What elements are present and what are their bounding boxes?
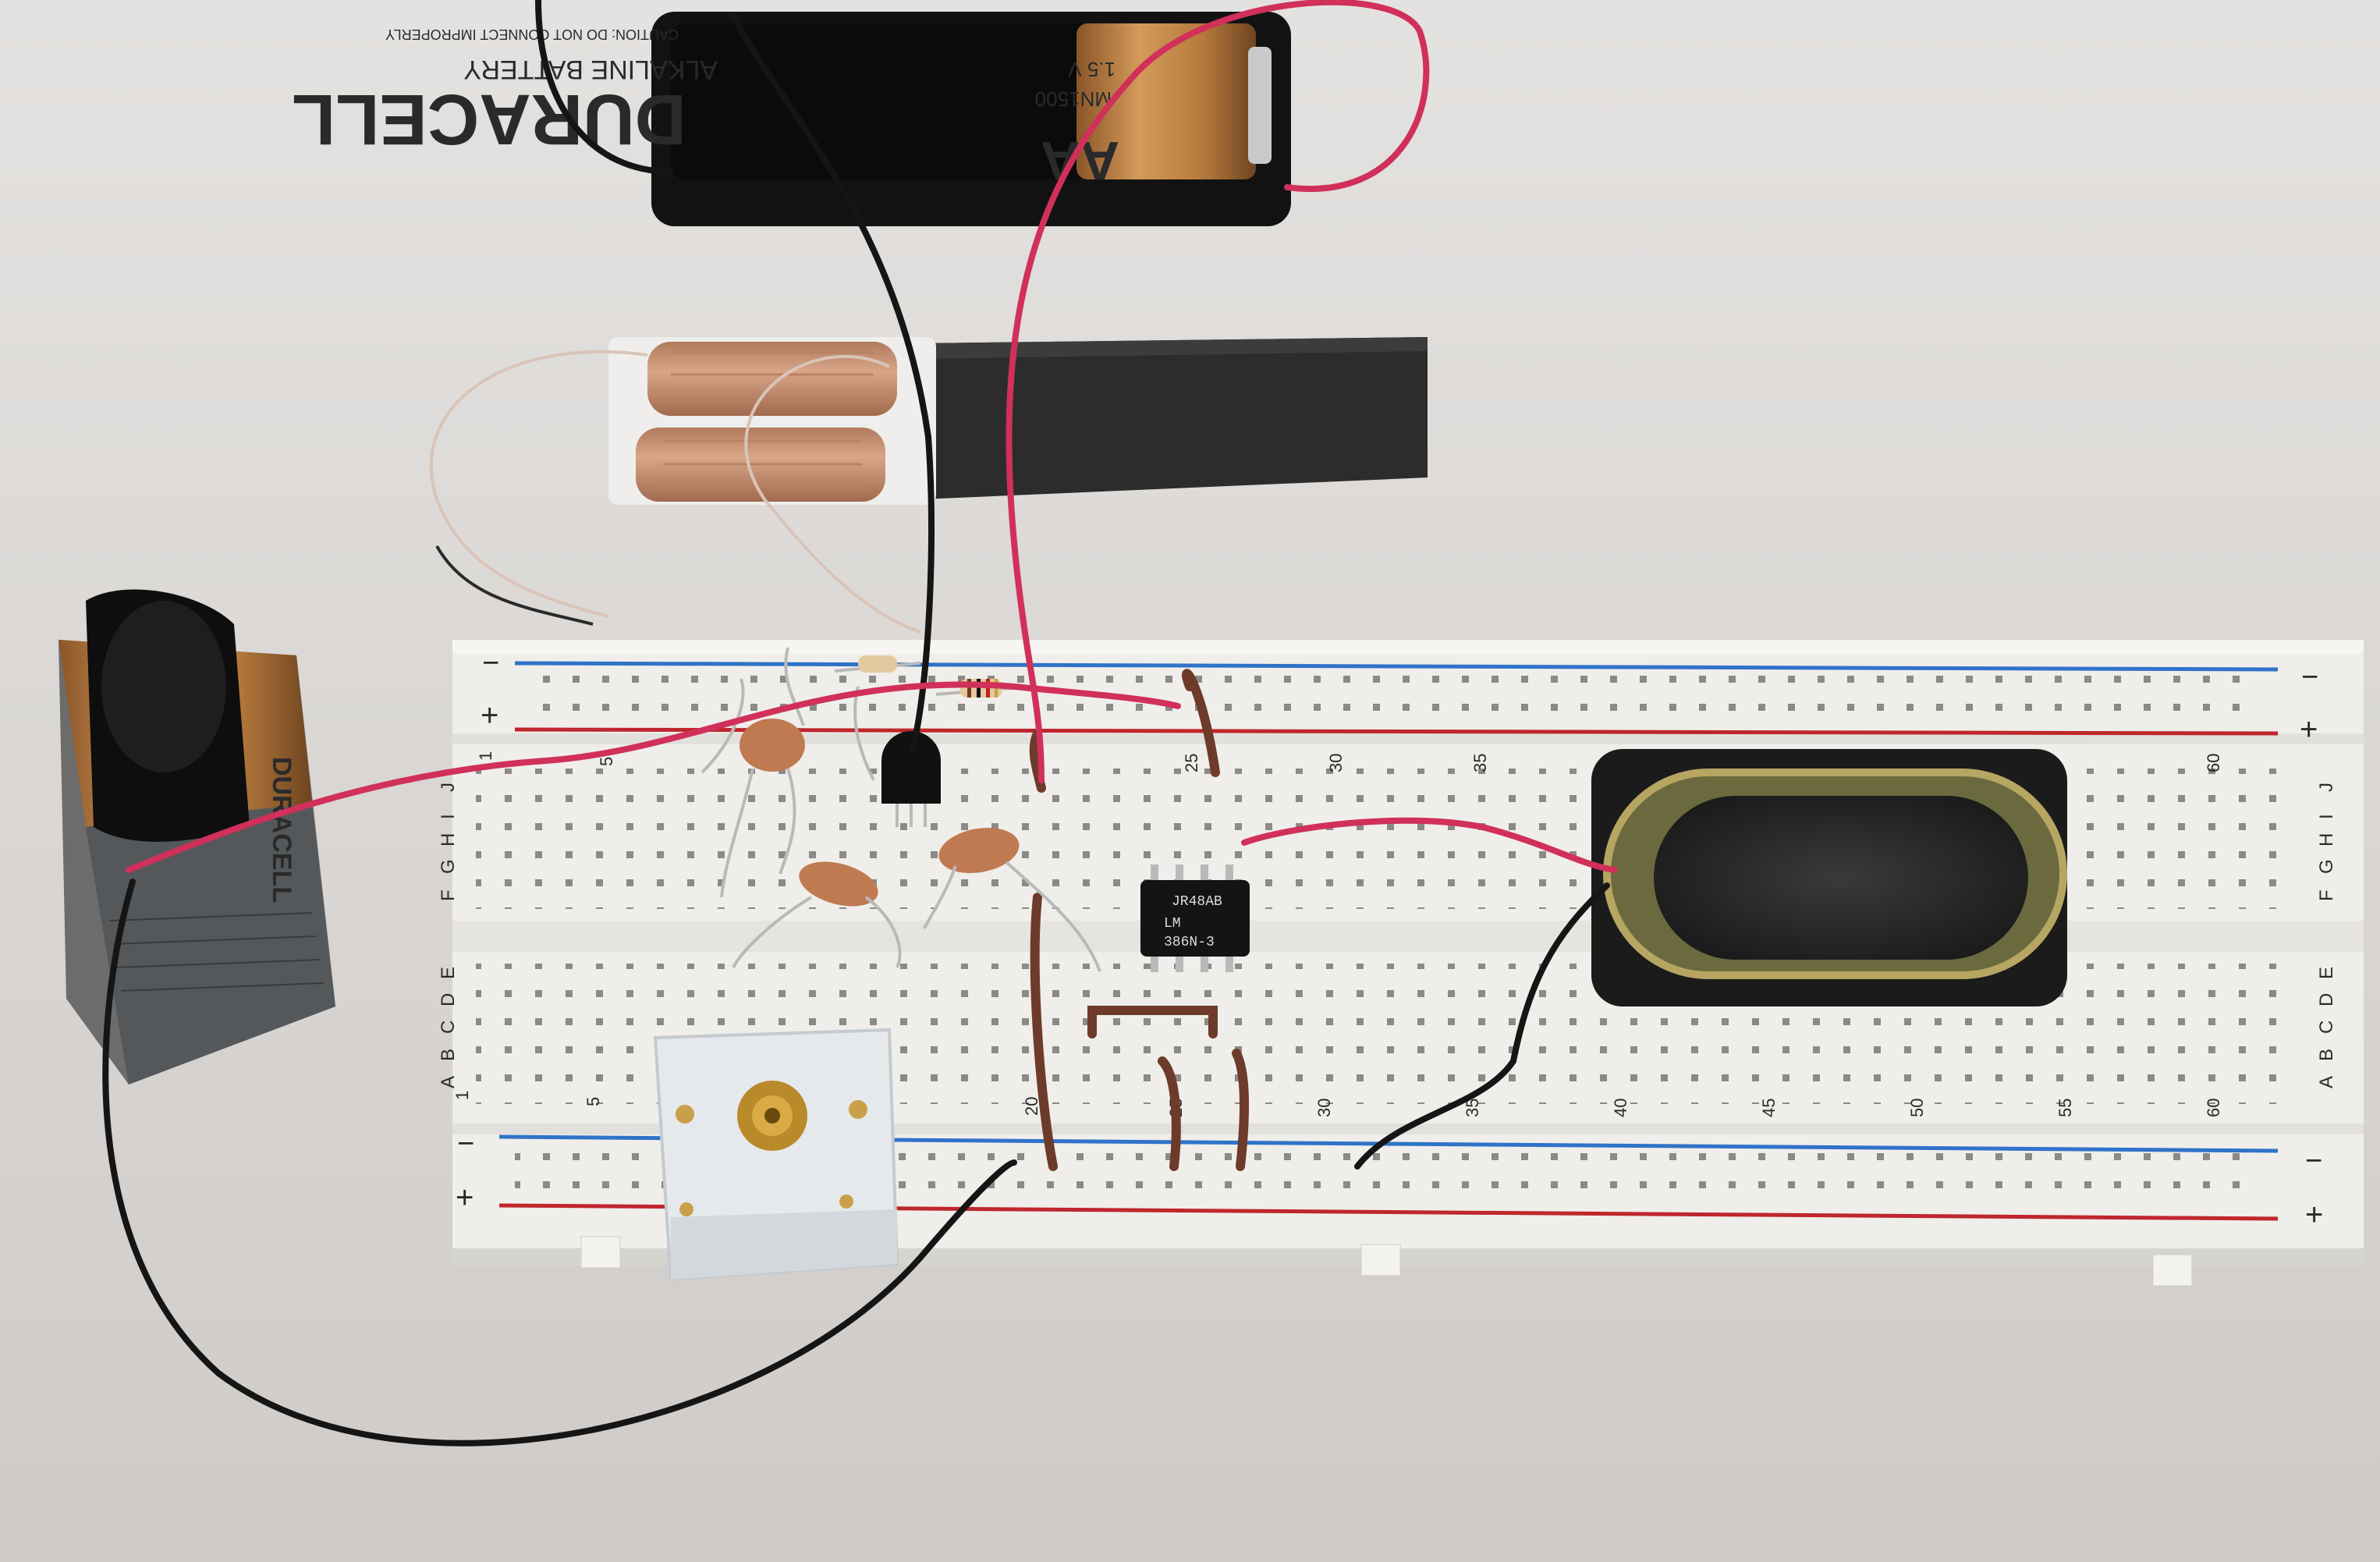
aa-battery-model: MN1500 (1035, 87, 1112, 111)
resistor (834, 655, 921, 673)
black-wire (535, 0, 935, 752)
jumper-wire (1181, 669, 1220, 777)
top-rail-plus-left: + (481, 698, 498, 733)
row-letter-i-right: I (2316, 814, 2337, 819)
bottom-rail-plus-left: + (456, 1180, 474, 1215)
black-wire (102, 879, 1017, 1447)
row-letter-e: E (438, 967, 459, 979)
ceramic-capacitor (923, 827, 1101, 972)
bottom-rail-minus-left: − (457, 1127, 474, 1160)
red-wire (126, 681, 1181, 873)
nine-volt-brand: DURACELL (267, 757, 296, 903)
jumper-wire (1158, 1056, 1181, 1171)
row-letter-a-right: A (2316, 1076, 2337, 1088)
row-letter-f-right: F (2316, 889, 2337, 901)
nine-volt-battery: DURACELL (59, 589, 335, 1085)
col-num-top-30: 30 (1326, 754, 1346, 772)
hookup-wires (102, 0, 1618, 1447)
col-num-bottom-5: 5 (583, 1097, 603, 1106)
col-num-bottom-40: 40 (1611, 1099, 1630, 1117)
row-letter-i: I (438, 814, 459, 819)
jumper-wire (1029, 729, 1046, 793)
row-letter-g: G (438, 859, 459, 874)
aa-battery-copper-cap (1076, 23, 1256, 179)
variable-tuning-capacitor (653, 1028, 899, 1282)
row-letter-j: J (438, 783, 459, 792)
aa-battery-size: AA (1041, 130, 1119, 191)
lm386-ic: JR48AB LM 386N-3 (1140, 864, 1250, 972)
ic-marking-line3: 386N-3 (1164, 935, 1215, 950)
bottom-rail-minus-right: − (2305, 1145, 2322, 1177)
col-num-bottom-55: 55 (2055, 1099, 2075, 1117)
speaker-mesh (1654, 796, 2028, 960)
row-letter-c: C (438, 1021, 459, 1034)
top-rail-blue-line (514, 661, 2279, 672)
col-num-top-25: 25 (1182, 754, 1201, 772)
col-num-top-35: 35 (1470, 754, 1490, 772)
ic-marking-line1: JR48AB (1172, 894, 1222, 910)
row-letter-g-right: G (2316, 859, 2337, 874)
speaker (1591, 749, 2067, 1006)
col-num-bottom-1: 1 (452, 1091, 472, 1100)
jumper-wire (1232, 1049, 1249, 1171)
row-letter-e-right: E (2316, 967, 2337, 979)
col-num-bottom-20: 20 (1022, 1097, 1041, 1116)
row-letter-c-right: C (2316, 1021, 2337, 1034)
ceramic-capacitor (732, 861, 902, 968)
col-num-bottom-30: 30 (1314, 1099, 1334, 1117)
row-letter-a: A (438, 1076, 459, 1088)
col-num-bottom-60: 60 (2204, 1099, 2223, 1117)
row-letter-h-right: H (2316, 833, 2337, 847)
row-letter-f: F (438, 889, 459, 901)
aa-battery-holder: DURACELL ALKALINE BATTERY CAUTION: DO NO… (292, 12, 1291, 226)
transistor (881, 731, 941, 827)
col-num-top-60: 60 (2204, 754, 2223, 772)
ceramic-capacitor (720, 719, 805, 898)
aa-battery-caution: CAUTION: DO NOT CONNECT IMPROPERLY (385, 27, 679, 42)
aa-battery-voltage: 1.5 V (1068, 58, 1116, 81)
row-letter-j-right: J (2316, 783, 2337, 792)
row-letter-h: H (438, 833, 459, 847)
row-letter-d: D (438, 993, 459, 1006)
top-rail-plus-right: + (2300, 712, 2318, 747)
board-clip (2152, 1254, 2193, 1287)
red-wire (1241, 817, 1618, 873)
aa-battery-type: ALKALINE BATTERY (463, 55, 718, 84)
ferrite-rod-antenna (429, 337, 1428, 634)
red-wire (1006, 0, 1430, 783)
jumper-wires (1029, 669, 1249, 1171)
top-rail-minus-right: − (2301, 661, 2318, 694)
col-num-top-1: 1 (476, 751, 495, 761)
row-letter-d-right: D (2316, 993, 2337, 1006)
col-num-top-5: 5 (597, 757, 616, 766)
jumper-wire (1030, 893, 1058, 1171)
bottom-rail-plus-right: + (2305, 1198, 2323, 1232)
top-power-rail: − + − + (481, 647, 2318, 747)
ic-marking-line2: LM (1164, 916, 1181, 932)
board-clip (1360, 1244, 1401, 1276)
row-letter-b: B (438, 1049, 459, 1061)
aa-battery-brand: DURACELL (292, 80, 686, 159)
ferrite-rod (920, 337, 1428, 499)
col-num-bottom-50: 50 (1907, 1099, 1927, 1117)
black-wire (1354, 882, 1610, 1170)
board-clip (580, 1236, 621, 1269)
row-letter-b-right: B (2316, 1049, 2337, 1061)
col-num-bottom-45: 45 (1759, 1099, 1779, 1117)
top-rail-minus-left: − (482, 647, 499, 680)
top-rail-red-line (514, 727, 2279, 736)
jumper-wire (1087, 1006, 1218, 1038)
